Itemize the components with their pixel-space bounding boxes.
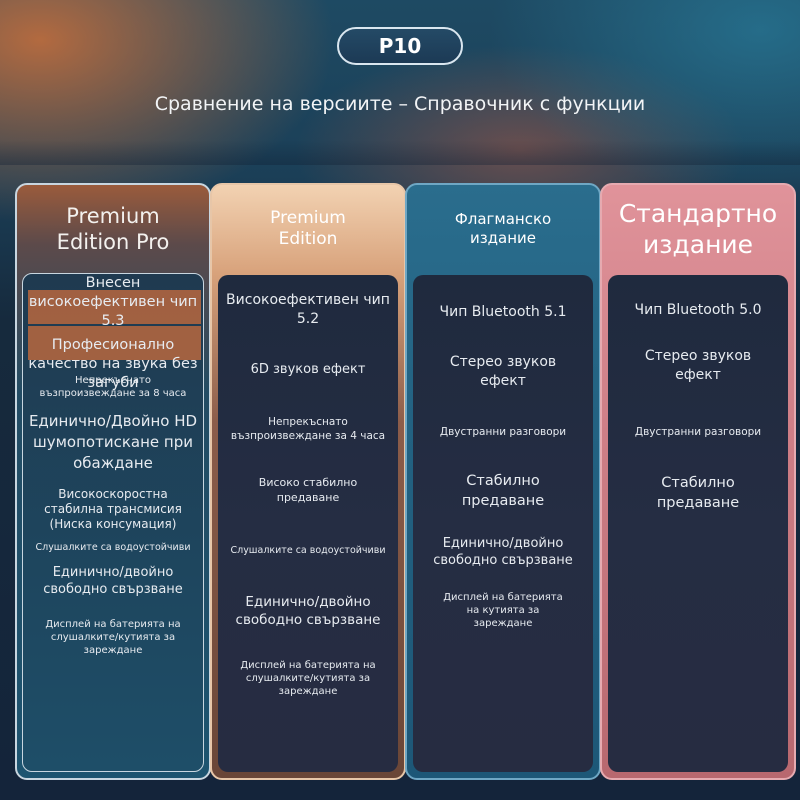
features-panel: Чип Bluetooth 5.0 Стерео звуков ефект Дв… [608,275,788,772]
feature-item: Професионално качество на звука без загу… [28,337,198,391]
feature-item: Непрекъснато възпроизвеждане за 4 часа [230,416,386,442]
feature-item: Двустранни разговори [634,426,762,438]
feature-item: Единично/двойно свободно свързване [433,536,573,568]
feature-item: Дисплей на батерията на кутията за зареж… [443,592,563,629]
column-premium-edition: Premium Edition Високоефективен чип 5.2 … [210,183,406,780]
feature-item: Чип Bluetooth 5.0 [634,302,762,318]
column-premium-edition-pro: Premium Edition Pro Внесен високоефектив… [15,183,211,780]
feature-item: Единично/Двойно HD шумопотискане при оба… [28,412,198,472]
feature-item: Стабилно предаване [461,473,545,509]
feature-item: Двустранни разговори [439,426,567,438]
feature-highlight [28,326,201,360]
features-panel: Внесен високоефективен чип 5.3 Професион… [22,273,204,772]
column-standard-edition: Стандартно издание Чип Bluetooth 5.0 Сте… [600,183,796,780]
feature-item: Внесен високоефективен чип 5.3 [28,275,198,329]
feature-item: Високо стабилно предаване [258,476,358,504]
feature-item: Дисплей на батерията на слушалките/кутия… [45,619,181,656]
feature-item: Единично/двойно свободно свързване [235,594,381,628]
feature-item: Високоефективен чип 5.2 [226,292,390,327]
header-background [0,0,800,165]
column-title: Premium Edition Pro [56,203,170,254]
feature-item: Стерео звуков ефект [644,348,752,383]
page-subtitle: Сравнение на версиите – Справочник с фун… [154,93,646,115]
feature-item: Непрекъснато възпроизвеждане за 8 часа [39,375,187,399]
feature-item: Стерео звуков ефект [449,354,557,389]
column-title: Флагманско издание [454,210,552,247]
feature-item: Дисплей на батерията на слушалките/кутия… [240,660,376,697]
feature-item: Слушалките са водоустойчиви [35,542,191,553]
feature-item: Стабилно предаване [656,475,740,511]
feature-highlight [28,290,201,324]
feature-item: Единично/двойно свободно свързване [43,565,183,597]
feature-item: Високоскоростна стабилна трансмисия (Нис… [44,487,182,531]
feature-item: Слушалките са водоустойчиви [230,545,386,556]
column-title: Premium Edition [270,207,346,249]
column-title: Стандартно издание [618,198,778,259]
feature-item: 6D звуков ефект [250,362,366,377]
model-badge: P10 [337,27,463,65]
features-panel: Високоефективен чип 5.2 6D звуков ефект … [218,275,398,772]
feature-item: Чип Bluetooth 5.1 [439,304,567,320]
column-flagship-edition: Флагманско издание Чип Bluetooth 5.1 Сте… [405,183,601,780]
features-panel: Чип Bluetooth 5.1 Стерео звуков ефект Дв… [413,275,593,772]
